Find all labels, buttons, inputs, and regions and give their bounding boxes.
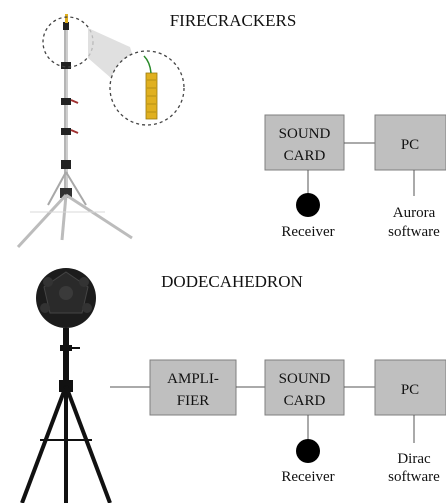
firecracker-tripod-icon	[16, 14, 185, 249]
top-software-line1: Aurora	[393, 205, 436, 221]
svg-text:SOUND: SOUND	[279, 126, 331, 142]
svg-text:CARD: CARD	[284, 148, 326, 164]
bottom-pc-box: PC	[374, 359, 446, 416]
svg-text:AMPLI-: AMPLI-	[167, 371, 219, 387]
svg-text:FIER: FIER	[177, 393, 210, 409]
svg-text:CARD: CARD	[284, 393, 326, 409]
bottom-software-line2: software	[388, 469, 440, 485]
bottom-receiver-label: Receiver	[281, 469, 334, 485]
bottom-sound-card-box: SOUND CARD	[264, 359, 345, 416]
top-sound-card-box: SOUND CARD	[264, 114, 345, 171]
dodecahedron-speaker-icon	[20, 268, 112, 503]
bottom-receiver-icon	[296, 439, 320, 463]
dodecahedron-title: DODECAHEDRON	[161, 272, 303, 291]
top-pc-box: PC	[374, 114, 446, 171]
top-software-line2: software	[388, 224, 440, 240]
svg-text:PC: PC	[401, 382, 419, 398]
top-receiver-label: Receiver	[281, 224, 334, 240]
svg-text:PC: PC	[401, 137, 419, 153]
bottom-software-line1: Dirac	[397, 451, 431, 467]
top-receiver-icon	[296, 193, 320, 217]
firecrackers-title: FIRECRACKERS	[170, 11, 297, 30]
amplifier-box: AMPLI- FIER	[149, 359, 237, 416]
svg-text:SOUND: SOUND	[279, 371, 331, 387]
